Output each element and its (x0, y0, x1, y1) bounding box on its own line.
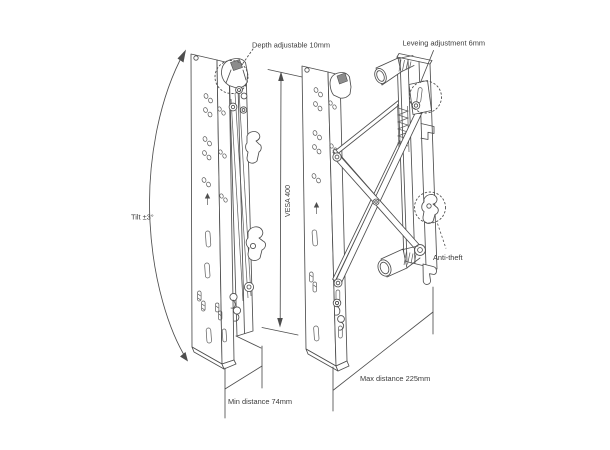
vesa-label: VESA 400 (285, 185, 292, 217)
leveling-callout: Leveing adjustment 6mm (403, 39, 486, 115)
plate-top-hole (193, 55, 199, 61)
rail-hook-notch (420, 123, 435, 140)
anti-theft-label: Anti-theft (433, 253, 463, 262)
anti-theft-detail-circle (414, 191, 446, 224)
upper-hook (245, 131, 262, 164)
anti-theft-hook (421, 194, 439, 224)
locking-knob (377, 245, 421, 278)
min-distance-dimension: Min distance 74mm (224, 345, 292, 419)
depth-adjustable-label: Depth adjustable 10mm (252, 41, 330, 50)
max-distance-dimension: Max distance 225mm (332, 286, 434, 412)
tilt-label: Tilt ±3° (131, 213, 154, 222)
leveling-detail-circle (409, 80, 442, 114)
anti-theft-callout: Anti-theft (414, 191, 463, 262)
min-distance-label: Min distance 74mm (228, 397, 292, 406)
rail-bottom-hook (422, 263, 437, 285)
left-plate-holes (197, 93, 228, 344)
leveling-bracket (408, 80, 432, 115)
lower-hook (245, 226, 266, 261)
retaining-clips (332, 298, 345, 331)
depth-adjustable-callout: Depth adjustable 10mm (214, 41, 330, 94)
right-wall-plate (301, 65, 350, 372)
vesa-dimension: VESA 400 (261, 69, 335, 336)
left-view-collapsed-bracket: Depth adjustable 10mm Min distance 74mm … (131, 41, 330, 419)
max-distance-label: Max distance 225mm (360, 374, 430, 383)
left-rail-assembly (221, 58, 266, 349)
up-arrow-stamp-right (313, 202, 320, 214)
up-arrow-stamp (204, 193, 211, 205)
top-bumper-knob (374, 55, 415, 86)
leveling-adjustment-label: Leveing adjustment 6mm (403, 39, 486, 48)
center-pivot-bolt (372, 198, 380, 206)
right-view-extended-mechanism: Leveing adjustment 6mm Anti-theft Max di… (301, 39, 486, 412)
depth-detail-circle (214, 60, 249, 94)
left-wall-plate (190, 53, 237, 370)
tilt-arrow (149, 49, 188, 362)
